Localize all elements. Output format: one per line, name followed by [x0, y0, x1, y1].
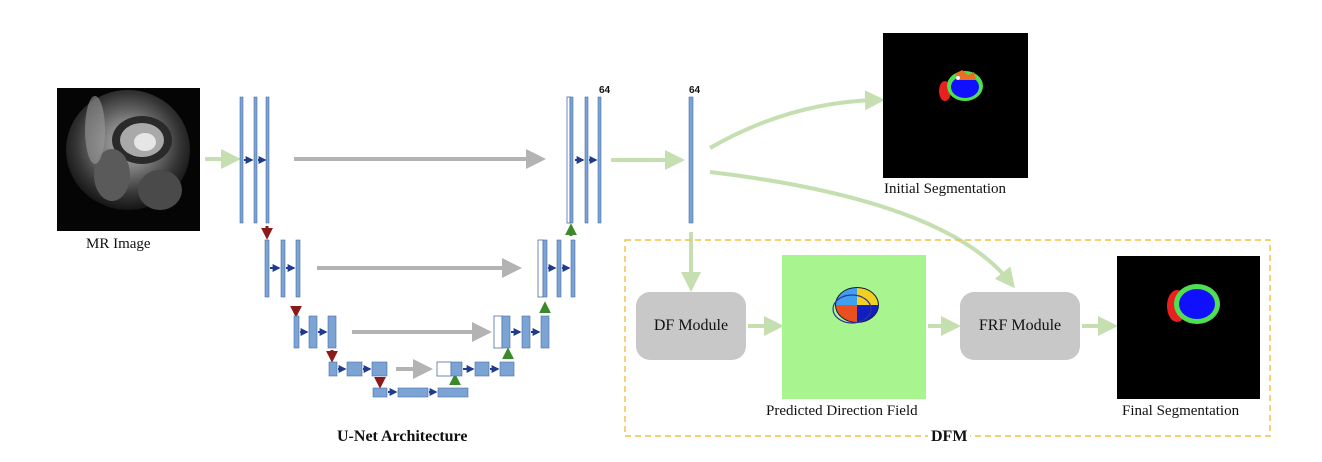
unet-decoder-level-4 — [436, 361, 515, 377]
predicted-direction-field-image — [782, 255, 926, 399]
output-feature-map — [688, 96, 694, 224]
predicted-direction-field-label: Predicted Direction Field — [766, 403, 918, 419]
unet-encoder-level-3 — [293, 315, 337, 349]
mr-image — [57, 88, 200, 231]
channel-count-label-unet: 64 — [599, 85, 611, 96]
channel-count-label-output: 64 — [689, 85, 701, 96]
mr-image-label: MR Image — [86, 236, 151, 252]
unet-decoder-level-2 — [537, 239, 576, 298]
initial-segmentation-image — [883, 33, 1028, 178]
unet-encoder-level-2 — [264, 239, 301, 298]
unet-bottleneck — [372, 387, 469, 398]
flow-arrow-to-frf — [709, 170, 1015, 289]
df-module: DF Module — [636, 292, 746, 360]
frf-module: FRF Module — [960, 292, 1080, 360]
initial-segmentation-label: Initial Segmentation — [884, 181, 1007, 197]
unet-label: U-Net Architecture — [337, 428, 468, 445]
final-segmentation-image — [1117, 256, 1260, 399]
final-segmentation-label: Final Segmentation — [1122, 403, 1240, 419]
dfm-label: DFM — [928, 428, 971, 446]
unet-decoder-level-1 — [566, 96, 602, 224]
unet-encoder-level-4 — [328, 361, 388, 377]
unet-encoder-level-1 — [239, 96, 270, 224]
flow-arrow-to-initial-seg — [709, 90, 885, 150]
unet-decoder-level-3 — [493, 315, 550, 349]
